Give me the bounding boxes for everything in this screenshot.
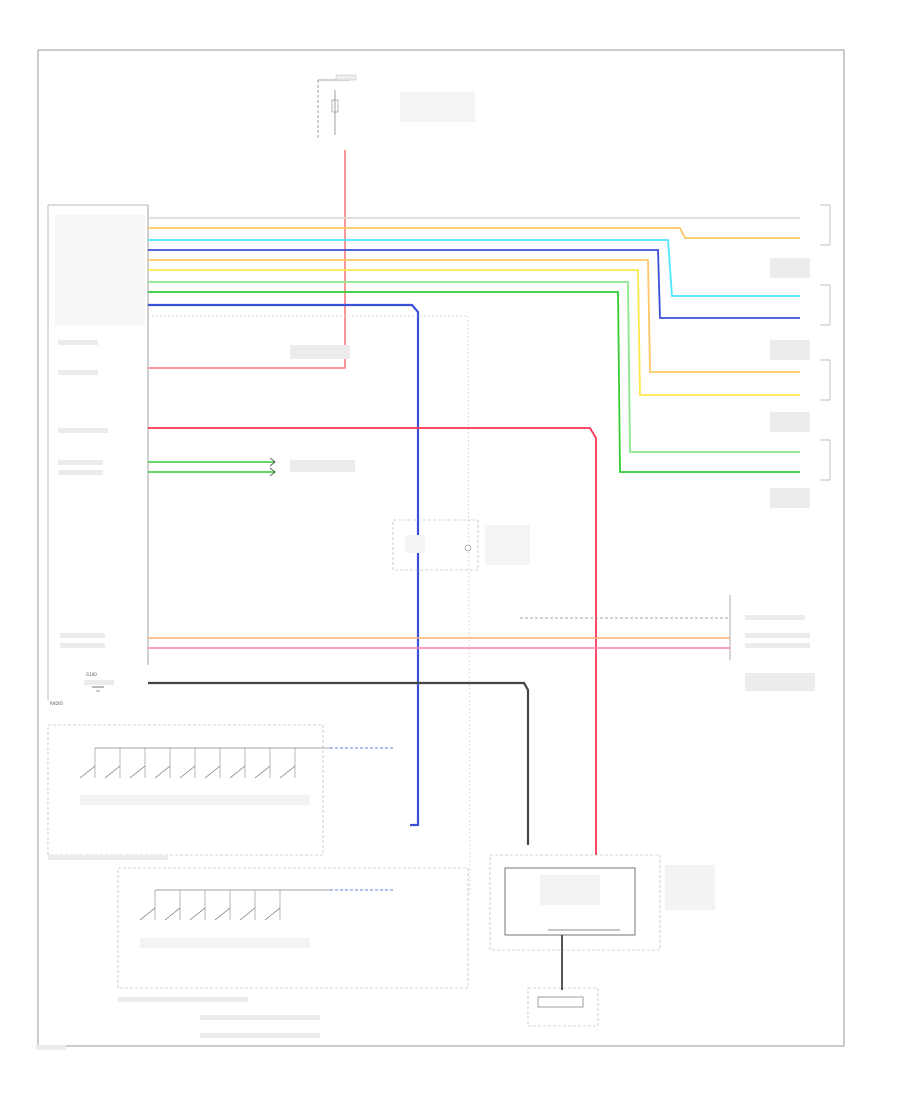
right-steering-controls	[117, 867, 469, 989]
cell-phone-wires	[148, 595, 731, 660]
steering-switch-module	[392, 519, 530, 571]
radio-label: RADIO	[50, 701, 63, 706]
radio-connector	[47, 204, 149, 700]
audio-module	[489, 854, 715, 951]
diagram-border	[37, 49, 845, 1047]
fuse-block	[317, 74, 475, 140]
data-link-wires	[148, 457, 276, 477]
left-steering-controls	[47, 724, 330, 856]
steering-control-wire	[148, 303, 471, 896]
speaker-wires	[148, 217, 800, 473]
ignition-feed-wire	[148, 427, 597, 855]
ground-label: G100	[86, 672, 97, 677]
antenna-lead	[527, 935, 599, 1027]
wire-label-blocks	[36, 258, 815, 1050]
speaker-connectors	[820, 204, 831, 481]
battery-feed-wire	[148, 150, 346, 369]
switch-output-lines	[330, 747, 395, 891]
ground-wire	[148, 681, 530, 845]
